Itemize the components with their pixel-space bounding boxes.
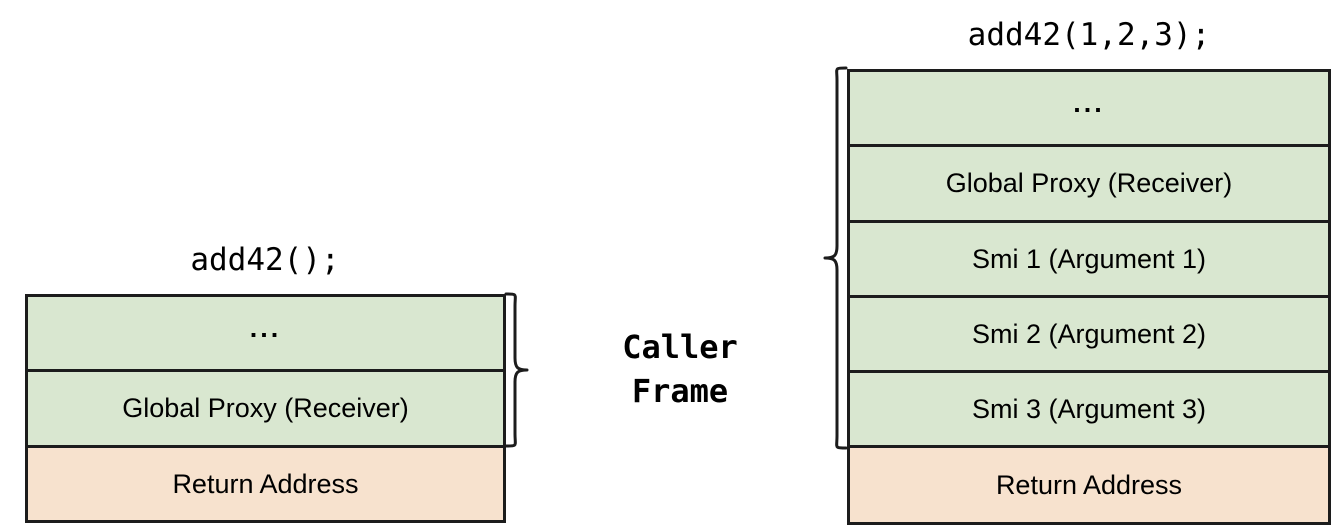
left-slot-ellipsis: ... xyxy=(28,297,503,372)
right-slot-smi-2: Smi 2 (Argument 2) xyxy=(850,298,1328,373)
right-stack-caption: add42(1,2,3); xyxy=(967,17,1211,53)
left-stack-frame: ... Global Proxy (Receiver) Return Addre… xyxy=(25,294,506,523)
right-stack-frame: ... Global Proxy (Receiver) Smi 1 (Argum… xyxy=(847,69,1331,525)
left-slot-global-proxy: Global Proxy (Receiver) xyxy=(28,372,503,448)
right-slot-smi-1: Smi 1 (Argument 1) xyxy=(850,223,1328,298)
right-slot-return-address: Return Address xyxy=(850,448,1328,522)
right-slot-smi-3: Smi 3 (Argument 3) xyxy=(850,373,1328,448)
left-stack-caption: add42(); xyxy=(190,242,340,278)
right-slot-global-proxy: Global Proxy (Receiver) xyxy=(850,147,1328,223)
left-slot-return-address: Return Address xyxy=(28,448,503,520)
right-slot-ellipsis: ... xyxy=(850,72,1328,147)
caller-frame-label: Caller Frame xyxy=(622,328,738,410)
